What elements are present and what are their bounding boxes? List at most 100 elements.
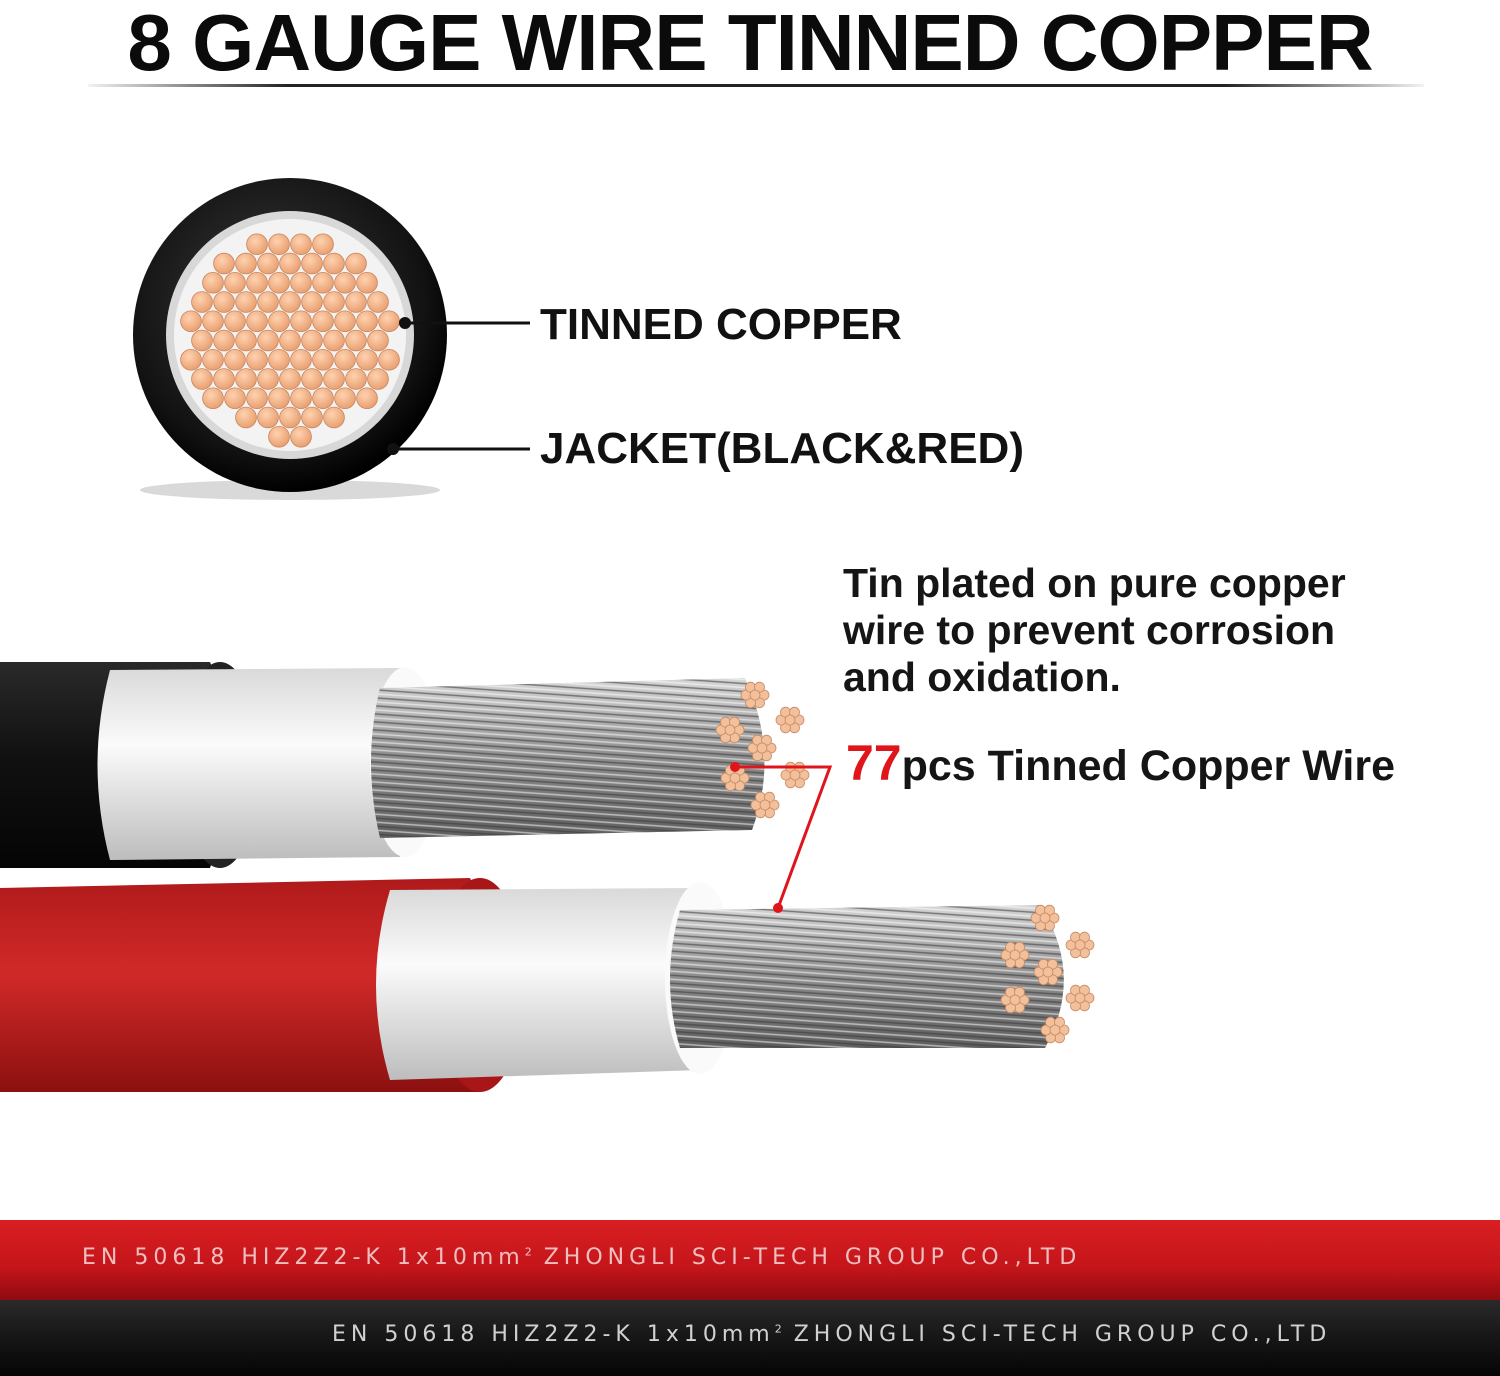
description-line: and oxidation.	[843, 654, 1121, 700]
copper-strand	[367, 368, 389, 390]
strand-end	[729, 772, 741, 784]
copper-strand	[334, 271, 356, 294]
copper-strands-icon	[180, 233, 400, 448]
copper-strand	[345, 252, 367, 275]
copper-strand	[268, 425, 290, 448]
strand-end	[1009, 949, 1021, 961]
copper-strand	[202, 348, 224, 371]
copper-strand	[191, 291, 213, 313]
copper-strand	[290, 387, 312, 410]
copper-strand	[356, 348, 378, 371]
copper-strand	[202, 310, 224, 333]
copper-strand	[323, 368, 345, 390]
copper-strand	[268, 271, 290, 294]
strand-end	[784, 714, 796, 726]
copper-strand	[235, 406, 257, 429]
copper-strand	[268, 348, 290, 371]
cross-section-icon	[133, 178, 447, 500]
title-underline	[88, 84, 1424, 87]
copper-strand	[356, 387, 378, 410]
print-superscript: 2	[524, 1245, 532, 1259]
page-title: 8 GAUGE WIRE TINNED COPPER	[127, 0, 1373, 87]
strand-count-text: pcs Tinned Copper Wire	[901, 742, 1396, 790]
description-line: wire to prevent corrosion	[843, 607, 1336, 653]
copper-strand	[301, 291, 323, 313]
print-text: ZHONGLI SCI-TECH GROUP CO.,LTD	[781, 1322, 1332, 1347]
strand-end	[789, 769, 801, 781]
copper-strand	[345, 368, 367, 390]
strand-end	[1074, 939, 1086, 951]
copper-strand	[213, 329, 235, 352]
strand-end	[724, 724, 736, 736]
description-line: Tin plated on pure copper	[843, 560, 1346, 606]
copper-strand	[323, 291, 345, 313]
copper-strand	[279, 329, 301, 352]
copper-strand	[323, 406, 345, 429]
copper-strand	[378, 310, 400, 333]
strand-end	[756, 742, 768, 754]
copper-strand	[180, 348, 202, 371]
copper-strand	[213, 368, 235, 390]
copper-strand	[279, 252, 301, 275]
copper-strand	[213, 291, 235, 313]
copper-strand	[257, 368, 279, 390]
black-cable-icon	[0, 662, 810, 868]
copper-strand	[224, 271, 246, 294]
strand-end	[1039, 912, 1051, 924]
copper-strand	[257, 329, 279, 352]
copper-strand	[235, 329, 257, 352]
copper-strand	[279, 291, 301, 313]
copper-strand	[246, 348, 268, 371]
copper-strand	[202, 387, 224, 410]
description: Tin plated on pure copper wire to preven…	[843, 560, 1346, 701]
strand-count-number: 77	[846, 735, 902, 791]
copper-strand	[290, 233, 312, 256]
copper-strand	[367, 291, 389, 313]
core-label: TINNED COPPER	[540, 300, 902, 349]
copper-strand	[268, 387, 290, 410]
copper-strand	[356, 271, 378, 294]
jacket-label: JACKET(BLACK&RED)	[540, 424, 1024, 473]
copper-strand	[334, 310, 356, 333]
copper-strand	[345, 329, 367, 352]
copper-strand	[224, 348, 246, 371]
copper-strand	[235, 252, 257, 275]
copper-strand	[235, 368, 257, 390]
copper-strand	[312, 348, 334, 371]
copper-strand	[323, 252, 345, 275]
copper-strand	[257, 406, 279, 429]
strand-end	[1049, 1024, 1061, 1036]
print-text: EN 50618 HIZ2Z2-K 1x10mm	[82, 1245, 525, 1270]
red-cable-print: EN 50618 HIZ2Z2-K 1x10mm2 ZHONGLI SCI-TE…	[82, 1245, 1081, 1270]
copper-strand	[279, 368, 301, 390]
copper-strand	[235, 291, 257, 313]
strand-end	[1009, 994, 1021, 1006]
copper-strand	[345, 291, 367, 313]
copper-strand	[246, 387, 268, 410]
red-cable-strip	[0, 1220, 1500, 1300]
red-cable-icon	[0, 878, 1095, 1092]
copper-strand	[191, 368, 213, 390]
copper-strand	[246, 271, 268, 294]
black-cable-strip	[0, 1300, 1500, 1376]
copper-strand	[224, 310, 246, 333]
print-text: EN 50618 HIZ2Z2-K 1x10mm	[332, 1322, 775, 1347]
copper-strand	[334, 387, 356, 410]
copper-strand	[301, 368, 323, 390]
strand-end	[1042, 966, 1054, 978]
copper-strand	[257, 291, 279, 313]
copper-strand	[290, 271, 312, 294]
copper-strand	[246, 310, 268, 333]
copper-strand	[356, 310, 378, 333]
copper-strand	[257, 252, 279, 275]
copper-strand	[268, 233, 290, 256]
copper-strand	[367, 329, 389, 352]
strand-end	[1074, 992, 1086, 1004]
copper-strand	[202, 271, 224, 294]
copper-strand	[312, 310, 334, 333]
strand-end	[759, 799, 771, 811]
print-text: ZHONGLI SCI-TECH GROUP CO.,LTD	[531, 1245, 1082, 1270]
copper-strand	[312, 387, 334, 410]
copper-strand	[323, 329, 345, 352]
